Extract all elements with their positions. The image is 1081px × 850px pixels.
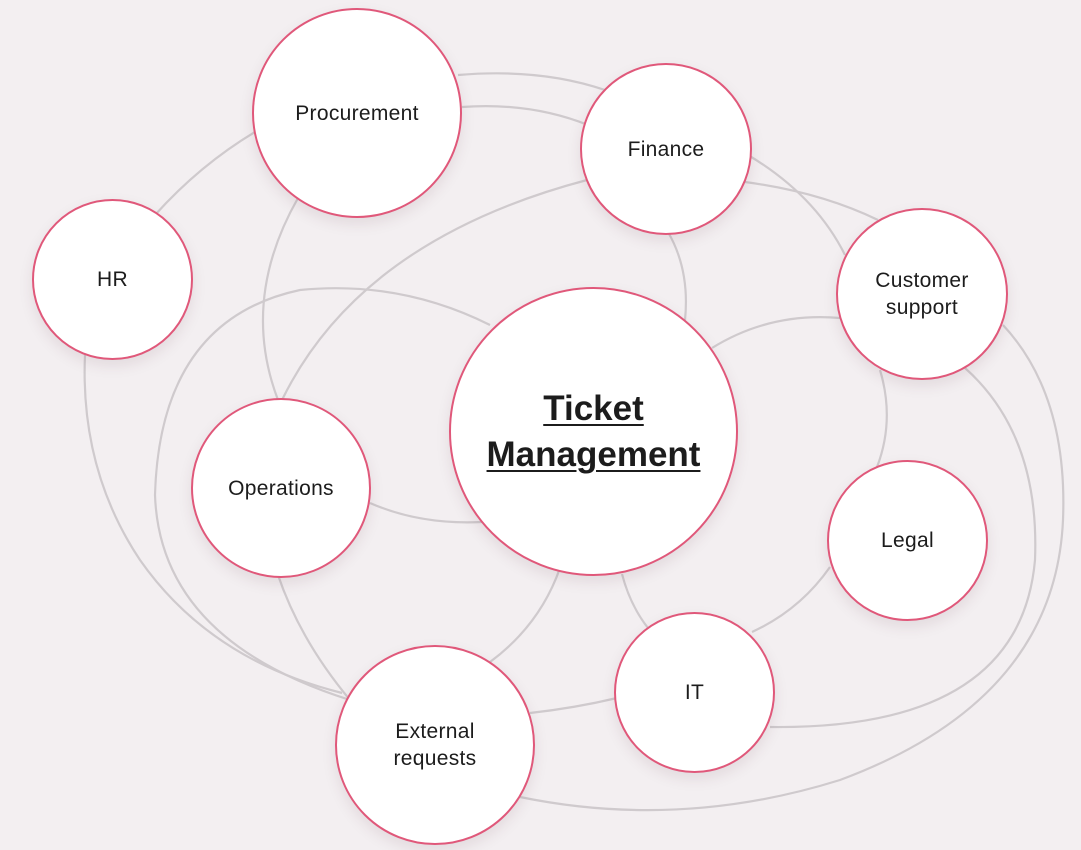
connector-external-it — [529, 696, 618, 715]
connector-customer-external — [519, 324, 1065, 812]
connector-hr-procurement — [154, 131, 256, 216]
connector-operations-external — [276, 574, 351, 701]
connector-center-it — [620, 573, 649, 629]
connector-center-external-arc — [153, 287, 491, 702]
connector-finance-operations — [281, 178, 588, 401]
connector-customer-it — [769, 367, 1037, 729]
connector-finance-customer-outer — [747, 154, 846, 256]
connector-operations-center — [369, 501, 483, 524]
connector-customer-legal — [875, 369, 888, 468]
connector-procurement-operations — [261, 197, 299, 401]
node-legal: Legal — [827, 460, 988, 621]
node-external-requests: External requests — [335, 645, 535, 845]
node-operations: Operations — [191, 398, 371, 578]
node-finance: Finance — [580, 63, 752, 235]
connector-finance-customer-inner — [744, 180, 879, 221]
ticket-management-hub: Ticket Management — [449, 287, 738, 576]
node-it: IT — [614, 612, 775, 773]
node-hr: HR — [32, 199, 193, 360]
node-customer-support: Customer support — [836, 208, 1008, 380]
connector-procurement-finance-inner — [461, 105, 589, 127]
connector-center-external — [489, 567, 562, 663]
connector-center-customer — [711, 316, 841, 349]
connector-procurement-finance-outer — [457, 72, 606, 92]
connector-hr-external — [83, 354, 343, 695]
connector-finance-center — [667, 231, 688, 321]
connector-legal-it — [751, 566, 831, 633]
node-procurement: Procurement — [252, 8, 462, 218]
